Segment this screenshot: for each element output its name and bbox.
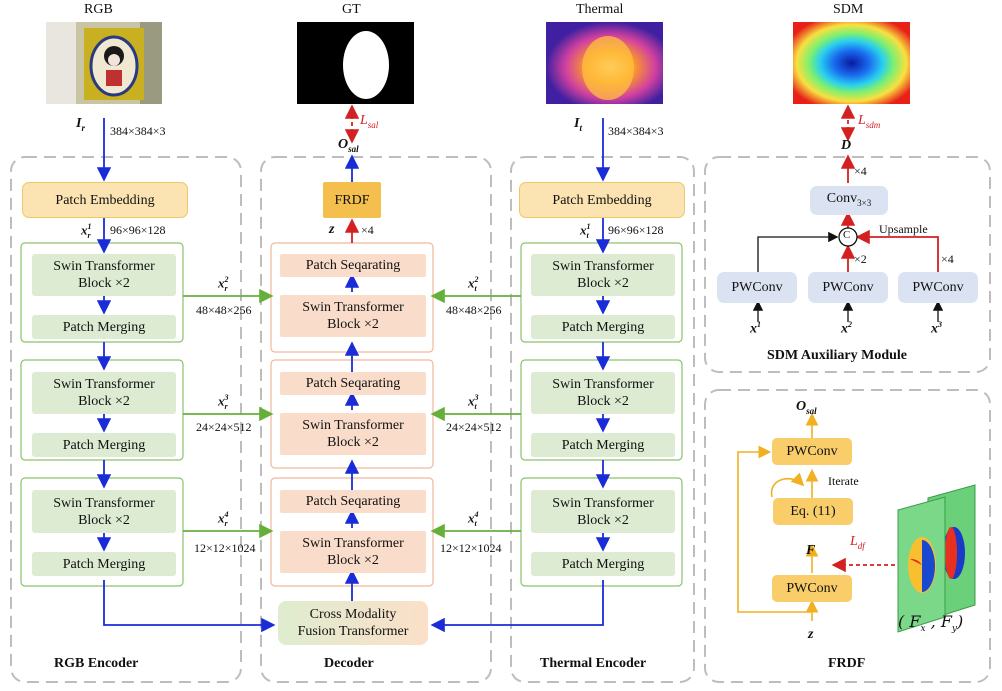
sdm-x4-label: ×4: [941, 252, 954, 266]
frdf-label: FRDF: [828, 656, 866, 671]
rgb-feature-x3: x3r: [218, 393, 229, 411]
loss-sal-label: Lsal: [360, 113, 379, 130]
decoder-patch-separating-2: Patch Seqarating: [280, 372, 426, 395]
concat-node: [838, 227, 858, 247]
rgb-encoder-panel: [10, 156, 242, 683]
rgb-size-2: 48×48×256: [196, 303, 252, 317]
thermal-input-size: 384×384×3: [608, 124, 664, 138]
decoder-label: Decoder: [324, 656, 374, 671]
decoder-panel: [260, 156, 492, 683]
thermal-title: Thermal: [576, 2, 624, 17]
rgb-input-size: 384×384×3: [110, 124, 166, 138]
sdm-input-x2: x2: [841, 320, 852, 337]
thermal-size-3: 24×24×512: [446, 420, 502, 434]
frdf-output-label: Osal: [796, 399, 817, 416]
decoder-z-label: z: [329, 222, 335, 237]
rgb-feature-x2: x2r: [218, 275, 229, 293]
thermal-size-4: 12×12×1024: [440, 541, 502, 555]
rgb-patch-merging-3: Patch Merging: [32, 552, 176, 576]
rgb-size-1: 96×96×128: [110, 223, 166, 237]
fx-fy-label: ( Fx , Fy): [898, 612, 964, 635]
thermal-feature-x2: x2t: [468, 275, 479, 293]
frdf-pwconv-bottom: PWConv: [772, 575, 852, 602]
decoder-x4-label: ×4: [361, 223, 374, 237]
decoder-output-label: Osal: [338, 137, 359, 154]
thermal-patch-embedding: Patch Embedding: [519, 182, 685, 218]
thermal-feature-x1: x1t: [580, 222, 591, 240]
thermal-image: [546, 22, 663, 104]
thermal-patch-merging-1: Patch Merging: [531, 315, 675, 339]
sdm-image: [793, 22, 910, 104]
thermal-patch-merging-2: Patch Merging: [531, 433, 675, 457]
frdf-eq11-block: Eq. (11): [773, 498, 853, 525]
loss-sdm-label: Lsdm: [858, 113, 881, 130]
feature-maps-image: [897, 484, 976, 633]
rgb-patch-embedding: Patch Embedding: [22, 182, 188, 218]
sdm-pwconv-2: PWConv: [808, 272, 888, 303]
rgb-encoder-label: RGB Encoder: [54, 656, 139, 671]
thermal-size-2: 48×48×256: [446, 303, 502, 317]
concat-label: C: [843, 229, 851, 241]
rgb-feature-x1: x1r: [81, 222, 92, 240]
iterate-label: Iterate: [828, 474, 859, 488]
sdm-d-label: D: [841, 138, 852, 153]
thermal-size-1: 96×96×128: [608, 223, 664, 237]
sdm-panel: [704, 156, 991, 373]
sdm-x4-top: ×4: [854, 164, 867, 178]
decoder-frdf-block: FRDF: [323, 182, 381, 218]
rgb-title: RGB: [84, 2, 113, 17]
rgb-size-3: 24×24×512: [196, 420, 252, 434]
sdm-title: SDM: [833, 2, 864, 17]
rgb-image: [46, 22, 162, 104]
sdm-input-x3: x3: [931, 320, 942, 337]
thermal-input-label: It: [574, 116, 582, 133]
sdm-conv3x3-block: Conv3×3: [810, 186, 888, 215]
sdm-x2-label: ×2: [854, 252, 867, 266]
upsample-label: Upsample: [879, 222, 928, 236]
thermal-encoder-label: Thermal Encoder: [540, 656, 647, 671]
decoder-patch-separating-1: Patch Seqarating: [280, 254, 426, 277]
rgb-input-label: Ir: [76, 116, 85, 133]
rgb-patch-merging-2: Patch Merging: [32, 433, 176, 457]
sdm-input-x1: x1: [750, 320, 761, 337]
sdm-module-label: SDM Auxiliary Module: [767, 348, 908, 363]
rgb-patch-merging-1: Patch Merging: [32, 315, 176, 339]
rgb-feature-x4: x4r: [218, 510, 229, 528]
rgb-size-4: 12×12×1024: [194, 541, 256, 555]
loss-df-label: Ldf: [850, 534, 865, 551]
gt-mask-image: [297, 22, 414, 104]
thermal-feature-x4: x4t: [468, 510, 479, 528]
decoder-patch-separating-3: Patch Seqarating: [280, 490, 426, 513]
thermal-patch-merging-3: Patch Merging: [531, 552, 675, 576]
frdf-f-label: F: [806, 543, 816, 558]
sdm-pwconv-1: PWConv: [717, 272, 797, 303]
sdm-pwconv-3: PWConv: [898, 272, 978, 303]
gt-title: GT: [342, 2, 361, 17]
frdf-panel: [704, 389, 991, 683]
thermal-feature-x3: x3t: [468, 393, 479, 411]
frdf-z-label: z: [808, 627, 814, 642]
frdf-pwconv-top: PWConv: [772, 438, 852, 465]
